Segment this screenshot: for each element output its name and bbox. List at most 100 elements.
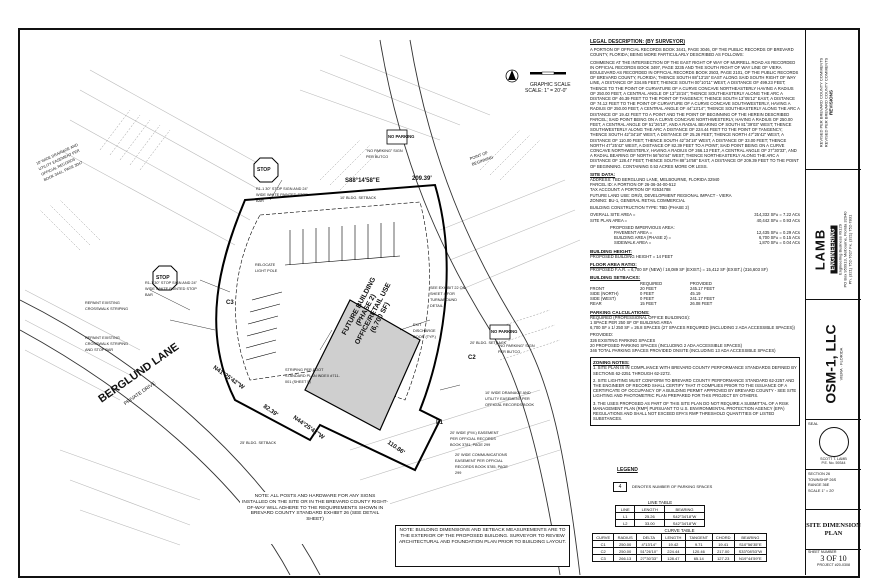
client-text: OSM-1, LLC VIERA · FLORIDA bbox=[822, 302, 844, 427]
curve-table-header-cell: LENGTH bbox=[660, 533, 686, 541]
firm-fax: Fx. (321) 752-7831 bbox=[847, 214, 853, 249]
bldg-area-label: BUILDING AREA (PHASE 2) = bbox=[614, 235, 672, 241]
setback-provided: 45.19 bbox=[690, 290, 701, 296]
seal-cell: SEAL SCOTT T. LAMB P.E. No. 59344 bbox=[806, 420, 861, 470]
plan-note-setback-10: 10' BLDG. SETBACK bbox=[340, 196, 377, 200]
plan-note-striping: STRIPING PER FOOT STANDARD PLAN INDEX #7… bbox=[285, 368, 340, 384]
bearing-top: S88°14'58"E bbox=[345, 178, 380, 184]
curve-table-header-cell: CURVE bbox=[591, 533, 615, 541]
firm-name-2: ENGINEERING bbox=[830, 225, 838, 274]
setback-provided: 241.17 FEET bbox=[690, 296, 715, 302]
plan-note-exit-door: EXIT DISCHARGE DOOR (TYP.) bbox=[413, 323, 436, 339]
line-table-cell: 25.26 bbox=[634, 512, 666, 520]
firm-text: LAMB ENGINEERING Engineering Business #9… bbox=[812, 185, 853, 315]
setbacks-heading: BUILDING SETBACKS: bbox=[590, 275, 641, 281]
location-cell: SECTION 26 TOWNSHIP 26S RANGE 36E SCALE … bbox=[806, 470, 861, 510]
curve-table-header-cell: TANGENT bbox=[684, 533, 713, 541]
site-plan-area-row: SITE PLAN AREA =40,442 SF± = 0.93 ACs bbox=[590, 218, 800, 223]
no-parking-sign-note-2: "NO PARKING" SIGN PER BUTCO bbox=[498, 344, 535, 354]
building-height: PROPOSED BUILDING HEIGHT = 14 FEET bbox=[590, 253, 673, 259]
parking-heading: PARKING CALCULATIONS: bbox=[590, 309, 650, 315]
setback-side: SIDE (WEST) bbox=[590, 296, 616, 302]
plan-note-setback-25: 25' BLDG. SETBACK bbox=[240, 441, 277, 445]
pavement-row: PAVEMENT AREA = 12,435 SF± = 0.29 ACs bbox=[590, 230, 800, 235]
site-plan-drawing bbox=[20, 39, 581, 575]
legend-symbol: 4 bbox=[613, 482, 627, 492]
zoning-note-2: 2. SITE LIGHTING MUST CONFORM TO BREVARD… bbox=[593, 377, 797, 399]
revisions-text: REVISED PER BREVARD COUNTY COMMENTS REVI… bbox=[819, 43, 834, 163]
project-number: PROJECT #20-0308 bbox=[817, 563, 850, 567]
zoning-notes-heading: ZONING NOTES: bbox=[593, 360, 630, 366]
site-tax-account: TAX ACCOUNT: A PORTION OF #2534788 bbox=[590, 187, 671, 193]
plan-note-light-pole: RELOCATE LIGHT POLE bbox=[255, 263, 278, 273]
site-address: ADDRESS: TBD BERGLUND LANE, MELBOURNE, F… bbox=[590, 177, 720, 183]
parking-line-3: 6,700 SF x 1/ 250 SF = 26.8 SPACES (27 S… bbox=[590, 325, 795, 331]
line-table-cell: L1 bbox=[614, 512, 636, 520]
plan-note-easement-4: 20' WIDE COMMUNICATIONS EASEMENT PER OFF… bbox=[455, 453, 508, 475]
stop-sign-label-1: STOP bbox=[257, 167, 271, 173]
curve-table-cell: 250.00 bbox=[613, 540, 637, 548]
seal-stamp bbox=[818, 427, 849, 457]
site-parcel: PARCEL ID: A PORTION OF 26-36-34-00-512 bbox=[590, 182, 676, 188]
curve-table-cell: S10°56'35"E bbox=[733, 540, 768, 548]
pavement-value: 12,435 SF± = 0.29 ACs bbox=[756, 229, 800, 235]
construction-type: BUILDING CONSTRUCTION TYPE: TBD (PHASE 2… bbox=[590, 205, 689, 211]
pavement-label: PAVEMENT AREA = bbox=[614, 229, 653, 235]
scale-value: SCALE: 1" = 20'-0" bbox=[525, 88, 568, 94]
line-table-header-cell: LINE bbox=[614, 505, 636, 513]
line-table-cell: L2 bbox=[614, 519, 636, 527]
legal-paragraph-2: COMMENCE AT THE INTERSECTION OF THE EAST… bbox=[590, 59, 800, 169]
stop-sign-note-1: R1-1 30" STOP SIGN AND 24" WIDE WHITE PA… bbox=[256, 187, 308, 203]
curve-table-header-cell: RADIUS bbox=[613, 533, 637, 541]
scale-tb-value: SCALE 1" = 20' bbox=[808, 488, 835, 493]
plan-note-turnaround: SEE EXHIBIT 22 ON SHEET 4 FOR TURNAROUND… bbox=[430, 286, 466, 308]
range-value: RANGE 36E bbox=[808, 483, 830, 487]
impervious-heading: PROPOSED IMPERVIOUS AREA: bbox=[610, 224, 675, 230]
curve-table-cell: 127.23 bbox=[711, 554, 735, 562]
curve-label-c2: C2 bbox=[468, 355, 476, 361]
curve-table-cell: 51°26'10" bbox=[635, 547, 662, 555]
revisions-label: REVISIONS bbox=[828, 89, 834, 116]
overall-area-row: OVERALL SITE AREA =314,332 SF± = 7.22 AC… bbox=[590, 212, 800, 217]
curve-table-cell: 250.00 bbox=[613, 547, 637, 555]
zoning-note-1: 1. SITE PLAN IS IN COMPLIANCE WITH BREVA… bbox=[593, 365, 797, 376]
setback-provided: PROVIDED bbox=[690, 280, 712, 286]
firm-name: LAMB bbox=[812, 228, 828, 271]
no-parking-sign-box-2 bbox=[489, 324, 511, 340]
engineer-name: SCOTT T. LAMB bbox=[820, 457, 847, 461]
graphic-scale-label: GRAPHIC SCALE bbox=[530, 82, 571, 88]
sidewalk-label: SIDEWALK AREA = bbox=[614, 240, 652, 246]
sheet-number-cell: SHEET NUMBER 3 OF 10 PROJECT #20-0308 bbox=[806, 550, 861, 575]
zoning-notes-box: ZONING NOTES: 1. SITE PLAN IS IN COMPLIA… bbox=[590, 357, 800, 427]
curve-table-cell: C2 bbox=[591, 547, 615, 555]
setback-required: 0 FEET bbox=[640, 290, 655, 296]
bldg-area-row: BUILDING AREA (PHASE 2) =6,700 SF± = 0.1… bbox=[590, 235, 800, 240]
zoning-note-3: 3. THE USES PROPOSED AS PART OF THIS SIT… bbox=[593, 400, 789, 422]
curve-table-cell: 120.46 bbox=[684, 547, 713, 555]
client-cell: OSM-1, LLC VIERA · FLORIDA bbox=[806, 300, 861, 420]
no-parking-sign-box-1 bbox=[386, 129, 408, 145]
plan-note-setback-20: 20' BLDG. SETBACK bbox=[470, 341, 507, 345]
graphic-scale-bar bbox=[530, 71, 566, 75]
line-table-header-cell: BEARING bbox=[664, 505, 705, 513]
curve-table-cell: 27°30'33" bbox=[635, 554, 662, 562]
engineer-pe: P.E. No. 59344 bbox=[821, 461, 846, 465]
no-parking-label-2: NO PARKING bbox=[491, 329, 518, 334]
client-name: OSM-1, LLC bbox=[822, 324, 839, 404]
leader-lines bbox=[149, 179, 461, 391]
proposed-parking-stalls bbox=[245, 222, 401, 361]
curve-table-cell: 224.44 bbox=[660, 547, 686, 555]
parking-line-5: 326 EXISTING PARKING SPACES bbox=[590, 337, 656, 343]
curve-table-cell: 65.14 bbox=[684, 554, 713, 562]
setback-side: REAR bbox=[590, 301, 602, 307]
curve-table-header-cell: CHORD bbox=[711, 533, 735, 541]
line-table-cell: S42°34'18"W bbox=[664, 512, 705, 520]
